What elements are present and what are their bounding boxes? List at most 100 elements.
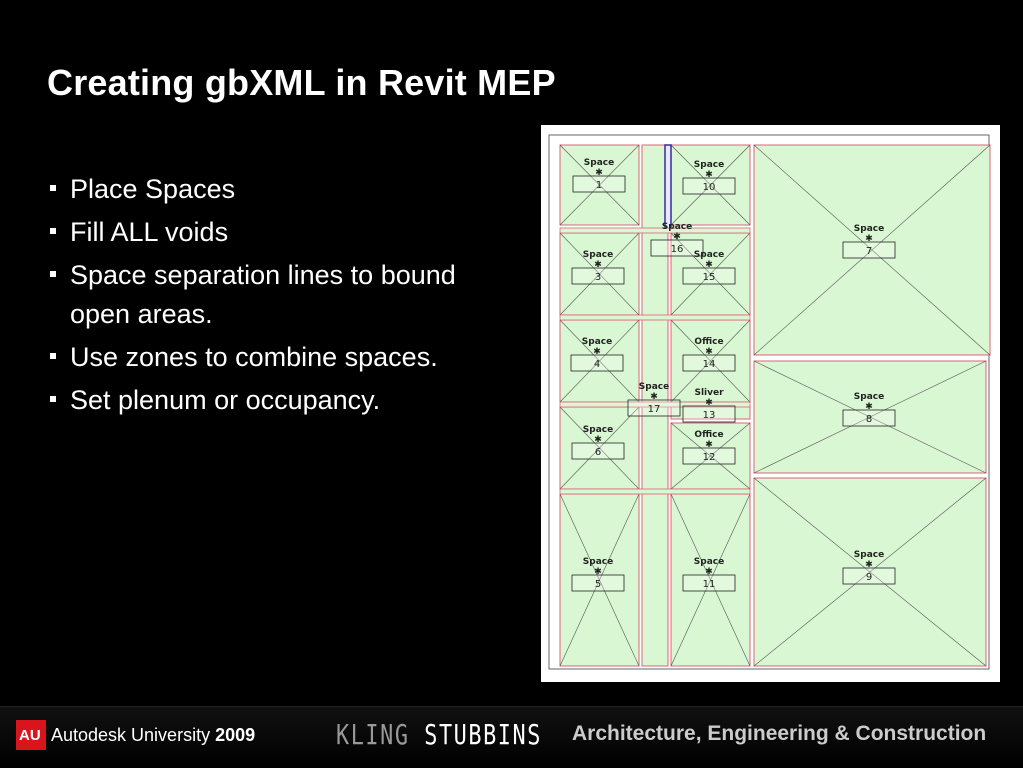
room-tag-box <box>571 574 625 592</box>
room-tag-number: 16 <box>671 244 684 255</box>
room-tag-star-icon: ✱ <box>705 347 713 357</box>
room-tag-number: 4 <box>594 359 600 370</box>
room-cross-line <box>670 493 751 667</box>
room-tag-label: Office <box>694 337 723 347</box>
room-tag-box <box>572 175 626 193</box>
bullet-square-icon <box>50 353 56 359</box>
room-tag-box <box>842 241 896 259</box>
room-tag-star-icon: ✱ <box>593 347 601 357</box>
room-cross-line <box>670 422 751 490</box>
bullet-square-icon <box>50 396 56 402</box>
room-tag-box <box>682 267 736 285</box>
autodesk-university-logo: AU <box>16 720 46 750</box>
room-tag-star-icon: ✱ <box>705 170 713 180</box>
room-tag-label: Space <box>584 158 614 168</box>
room-cross-line <box>670 144 751 226</box>
room-tag-star-icon: ✱ <box>594 435 602 445</box>
room-tag-number: 13 <box>703 410 716 421</box>
room-tag-number: 12 <box>703 452 716 463</box>
room-tag-label: Space <box>583 557 613 567</box>
room-tag-label: Space <box>639 382 669 392</box>
room-tag-label: Sliver <box>694 388 724 398</box>
room-tag-box <box>682 177 736 195</box>
room-tag-box <box>627 399 681 417</box>
bullet-item: Set plenum or occupancy. <box>48 381 468 420</box>
room-tag-number: 8 <box>866 414 872 425</box>
room-tag-number: 3 <box>595 272 601 283</box>
room-cross-line <box>753 477 987 667</box>
room-cross-line <box>753 360 987 474</box>
room-tag-label: Space <box>694 557 724 567</box>
room-tag-star-icon: ✱ <box>705 398 713 408</box>
room-tag-number: 1 <box>596 180 602 191</box>
room-tag-star-icon: ✱ <box>705 567 713 577</box>
separation-band <box>559 314 751 321</box>
room-tag-label: Space <box>854 224 884 234</box>
room-cross-line <box>670 232 751 316</box>
room-cross-line <box>559 406 640 490</box>
kling-stubbins-logo: KLING STUBBINS <box>336 718 542 751</box>
room-tag-label: Space <box>694 250 724 260</box>
room-tag-box <box>682 447 736 465</box>
room-tag-number: 6 <box>595 447 601 458</box>
room-tag-box <box>682 405 736 423</box>
room-tag-star-icon: ✱ <box>705 260 713 270</box>
room-cross-line <box>559 232 640 316</box>
sliver-rect <box>664 144 672 230</box>
room-tag-star-icon: ✱ <box>865 234 873 244</box>
room-tag-star-icon: ✱ <box>594 260 602 270</box>
slide-title: Creating gbXML in Revit MEP <box>47 62 556 103</box>
bullet-item: Place Spaces <box>48 170 468 209</box>
room-cross-line <box>753 144 991 356</box>
room-tag-label: Space <box>854 392 884 402</box>
room-tag-label: Space <box>662 222 692 232</box>
floor-plan-svg: Space✱1Space✱10Space✱7Space✱16Space✱3Spa… <box>548 134 991 670</box>
autodesk-university-name: Autodesk University 2009 <box>51 725 256 745</box>
room-tag-star-icon: ✱ <box>865 560 873 570</box>
room-tag-number: 17 <box>648 404 661 415</box>
separation-band <box>559 488 751 495</box>
room-tag-label: Space <box>583 425 613 435</box>
room-tag-number: 14 <box>703 359 716 370</box>
room-tag-box <box>571 442 625 460</box>
room-tag-star-icon: ✱ <box>595 168 603 178</box>
room-tag-star-icon: ✱ <box>594 567 602 577</box>
bullet-square-icon <box>50 185 56 191</box>
room-tag-star-icon: ✱ <box>865 402 873 412</box>
bullet-square-icon <box>50 271 56 277</box>
room-tag-label: Space <box>582 337 612 347</box>
separation-band <box>559 227 751 234</box>
room-tag-box <box>842 567 896 585</box>
room-tag-label: Space <box>854 550 884 560</box>
room-tag-label: Office <box>694 430 723 440</box>
room-tag-number: 9 <box>866 572 872 583</box>
room-tag-box <box>682 354 736 372</box>
room-cross-line <box>670 319 751 403</box>
room-tag-number: 11 <box>703 579 716 590</box>
room-cross-line <box>559 319 640 403</box>
room-tag-star-icon: ✱ <box>650 392 658 402</box>
footer-bar <box>0 706 1023 768</box>
room-tag-number: 15 <box>703 272 716 283</box>
room-tag-star-icon: ✱ <box>673 232 681 242</box>
room-tag-box <box>650 239 704 257</box>
bullet-square-icon <box>50 228 56 234</box>
separation-band <box>559 401 751 408</box>
room-tag-label: Space <box>694 160 724 170</box>
room-tag-number: 5 <box>595 579 601 590</box>
bullet-item: Use zones to combine spaces. <box>48 338 468 377</box>
room-tag-box <box>682 574 736 592</box>
room-cross-line <box>559 144 640 226</box>
room-tag-star-icon: ✱ <box>705 440 713 450</box>
bullet-item: Fill ALL voids <box>48 213 468 252</box>
room-tag-label: Space <box>583 250 613 260</box>
bullet-item: Space separation lines to bound open are… <box>48 256 468 334</box>
room-cross-line <box>559 493 640 667</box>
room-tag-number: 7 <box>866 246 872 257</box>
bullet-list: Place Spaces Fill ALL voids Space separa… <box>48 170 468 424</box>
footer-tagline: Architecture, Engineering & Construction <box>572 722 987 745</box>
room-tag-box <box>571 267 625 285</box>
room-tag-box <box>570 354 624 372</box>
room-tag-box <box>842 409 896 427</box>
